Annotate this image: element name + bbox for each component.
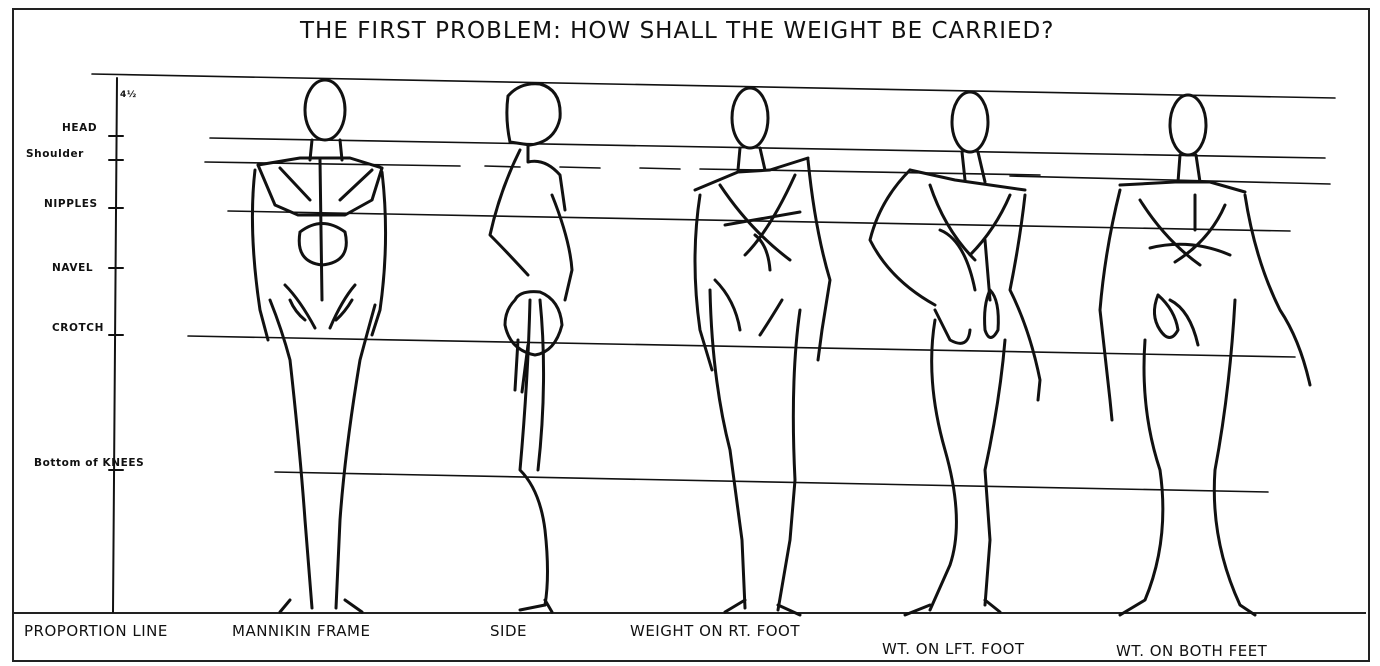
caption-wt-on-both-feet: WT. ON BOTH FEET bbox=[1116, 642, 1267, 660]
caption-proportion-line: PROPORTION LINE bbox=[24, 622, 168, 640]
side-figure bbox=[490, 84, 572, 612]
mark-head: HEAD bbox=[62, 122, 97, 134]
mark-crotch: CROTCH bbox=[52, 322, 104, 334]
caption-weight-on-rt-foot: WEIGHT ON RT. FOOT bbox=[630, 622, 800, 640]
caption-side: SIDE bbox=[490, 622, 527, 640]
mark-shoulder: Shoulder bbox=[26, 148, 84, 160]
caption-mannikin-frame: MANNIKIN FRAME bbox=[232, 622, 370, 640]
mark-bottom-of-knees: Bottom of KNEES bbox=[34, 457, 144, 469]
weight-on-left-foot-figure bbox=[870, 92, 1040, 615]
scale-note: 4½ bbox=[120, 90, 137, 100]
mark-nipples: NIPPLES bbox=[44, 198, 98, 210]
weight-on-right-foot-figure bbox=[695, 88, 830, 615]
mark-navel: NAVEL bbox=[52, 262, 93, 274]
mannikin-frame-figure bbox=[252, 80, 385, 612]
caption-wt-on-lft-foot: WT. ON LFT. FOOT bbox=[882, 640, 1025, 658]
proportion-scale bbox=[109, 78, 123, 612]
